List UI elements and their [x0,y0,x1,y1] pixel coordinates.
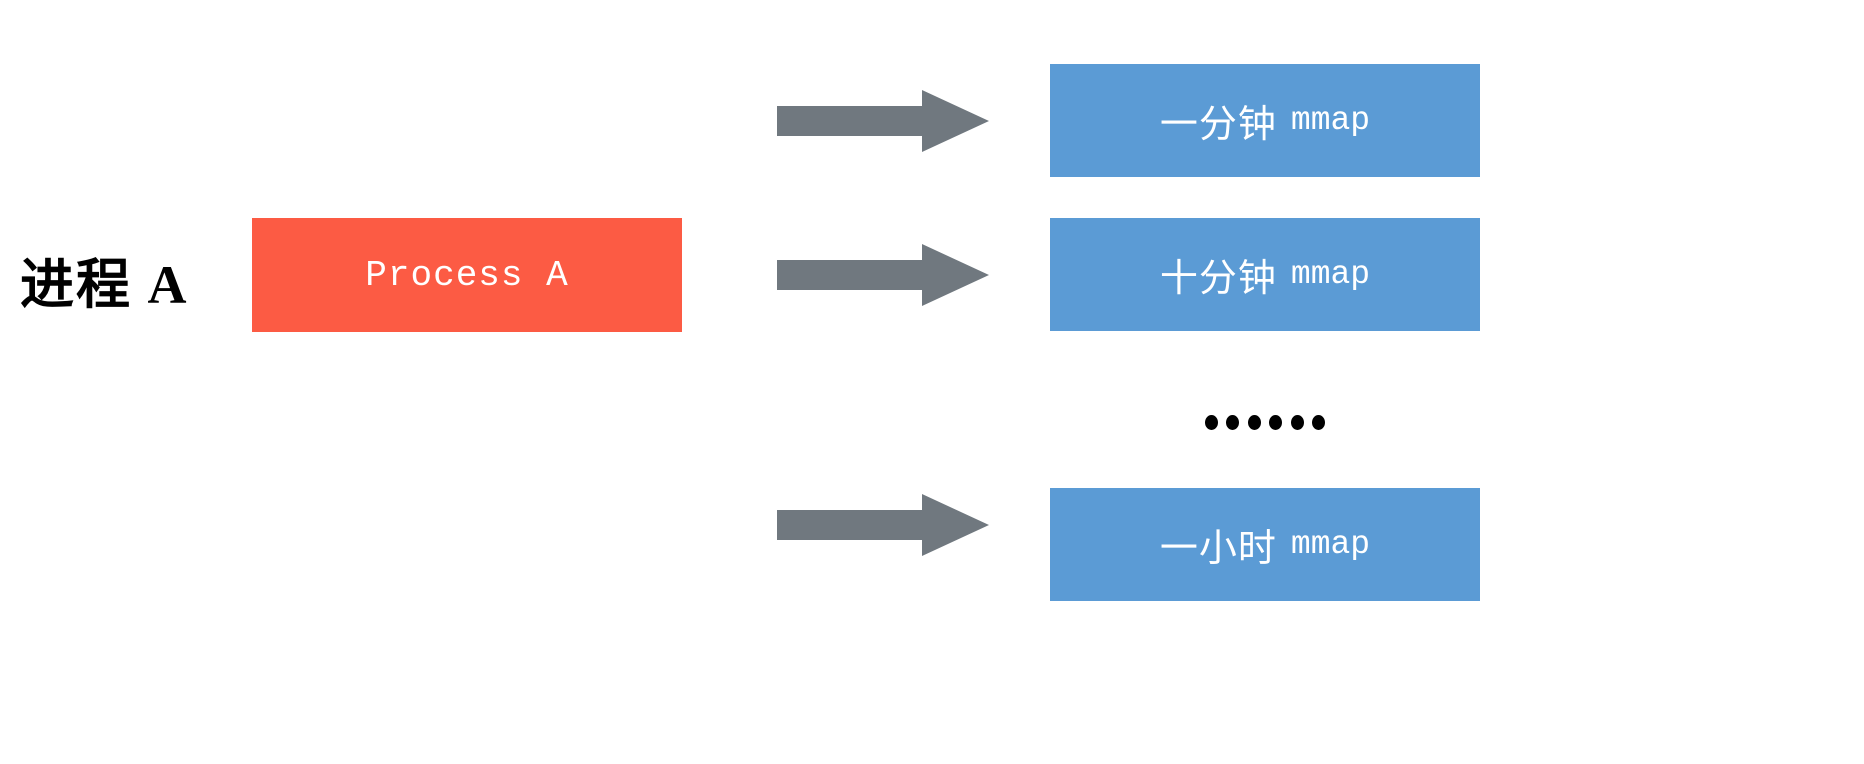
mmap-region-box-3[interactable]: 一小时 mmap [1050,488,1480,601]
mmap-region-box-2[interactable]: 十分钟 mmap [1050,218,1480,331]
arrow-to-mmap-3 [777,494,989,556]
process-label: 进程 A [20,254,189,315]
mmap-region-box-1[interactable]: 一分钟 mmap [1050,64,1480,177]
process-a-box-label: Process A [365,254,569,296]
ellipsis-dot [1247,414,1261,430]
mmap-region-box-3-suffix: mmap [1290,526,1371,563]
right-arrow-icon [777,494,989,556]
mmap-region-box-2-suffix: mmap [1290,256,1371,293]
right-arrow-icon [777,90,989,152]
mmap-region-box-1-suffix: mmap [1290,102,1371,139]
mmap-region-box-3-duration: 一小时 [1159,528,1277,570]
mmap-region-box-1-duration: 一分钟 [1159,104,1277,146]
ellipsis-dot [1226,414,1240,430]
process-a-box[interactable]: Process A [252,218,682,332]
arrow-to-mmap-1 [777,90,989,152]
ellipsis-dot [1269,414,1283,430]
ellipsis-dot [1311,414,1325,430]
mmap-region-box-2-duration: 十分钟 [1159,258,1277,300]
ellipsis-dot [1290,414,1304,430]
arrow-to-mmap-2 [777,244,989,306]
right-arrow-icon [777,244,989,306]
ellipsis-indicator [1205,400,1325,444]
ellipsis-dot [1205,414,1218,430]
